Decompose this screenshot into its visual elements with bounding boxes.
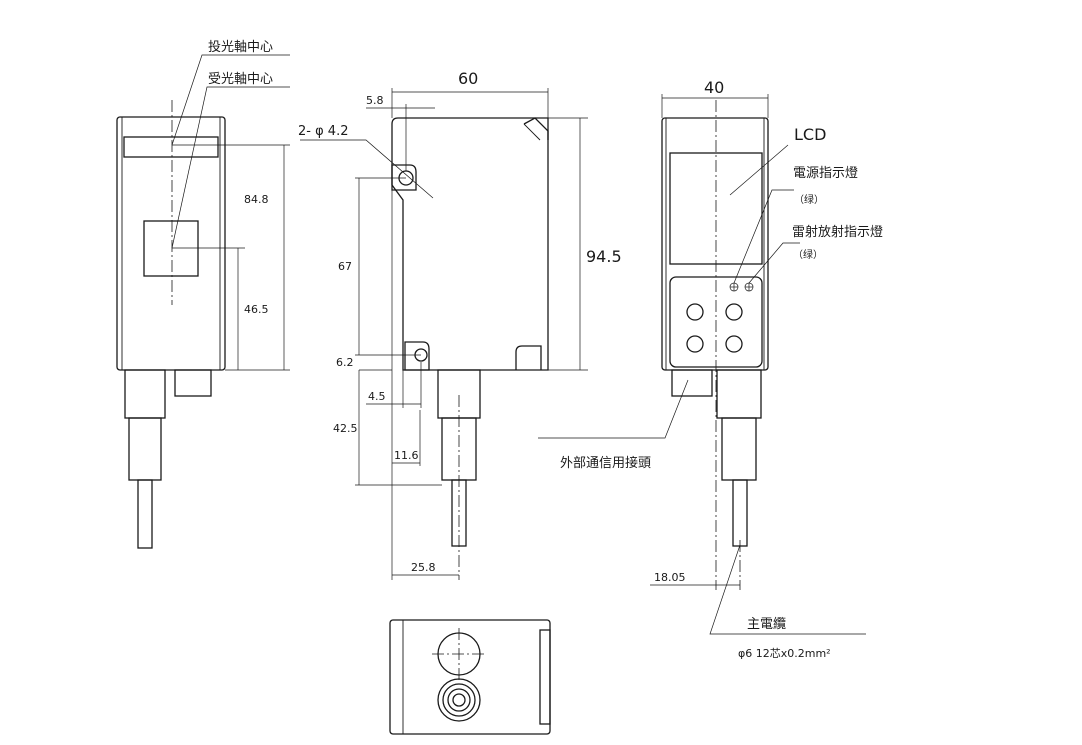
front-view: 84.8 46.5 投光軸中心 受光軸中心	[116, 39, 290, 549]
leader-laser-led	[748, 242, 800, 284]
dim-side-5-8: 5.8	[366, 94, 384, 107]
dim-side-42-5: 42.5	[333, 422, 358, 435]
rear-button-2	[725, 303, 743, 321]
dim-side-94-5: 94.5	[586, 247, 622, 266]
dim-rear-40: 40	[704, 78, 724, 97]
leader-main-cable	[709, 544, 866, 635]
rear-cable	[732, 479, 748, 547]
front-cable-gland	[124, 369, 166, 419]
rear-button-4	[725, 335, 743, 353]
label-receive-axis: 受光軸中心	[208, 72, 273, 87]
front-emitter-window	[123, 136, 219, 158]
front-receiver-window	[143, 220, 199, 277]
side-housing	[391, 117, 549, 371]
leader-emit-axis	[171, 54, 290, 146]
dim-side-60: 60	[458, 69, 478, 88]
top-lens-receiver	[437, 678, 481, 722]
label-main-cable: 主電纜	[747, 616, 786, 632]
rear-housing	[661, 117, 769, 371]
label-cable-spec: φ6 12芯x0.2mm²	[738, 646, 831, 660]
label-emit-axis: 投光軸中心	[208, 39, 273, 55]
label-lcd: LCD	[794, 125, 826, 144]
dim-side-6-2: 6.2	[336, 356, 354, 369]
top-view	[389, 619, 551, 735]
front-comm-connector	[174, 369, 212, 397]
rear-comm-connector	[671, 369, 713, 397]
front-housing	[116, 116, 226, 371]
side-lower-notch	[515, 345, 542, 370]
dim-side-4-5: 4.5	[368, 390, 386, 403]
rear-view: 40 18.05 LCD 電源指示燈 （绿） 雷射放射指示燈 （绿） 外部通信用…	[538, 78, 883, 660]
label-power-led: 電源指示燈	[793, 166, 858, 181]
rear-cable-sleeve	[721, 417, 757, 481]
front-cable	[137, 479, 153, 549]
top-end-detail	[539, 629, 551, 725]
dim-front-46-5: 46.5	[244, 303, 269, 316]
dim-side-11-6: 11.6	[394, 449, 419, 462]
top-housing	[389, 619, 551, 735]
leader-mount-holes	[300, 139, 434, 199]
rear-button-1	[686, 303, 704, 321]
dim-side-67: 67	[338, 260, 352, 273]
side-lens-corner	[523, 117, 549, 140]
leader-receive-axis	[171, 86, 290, 249]
leader-lcd	[729, 144, 789, 196]
dim-side-25-8: 25.8	[411, 561, 436, 574]
dim-front-84-8: 84.8	[244, 193, 269, 206]
label-laser-led: 雷射放射指示燈	[792, 224, 883, 240]
rear-cable-gland	[716, 369, 762, 419]
dim-side-holes: 2- φ 4.2	[298, 124, 348, 139]
leader-power-led	[733, 189, 794, 284]
side-view: 60 5.8 2- φ 4.2 94.5 67 6.2 4.5 42.5 1	[298, 69, 622, 580]
label-power-led-color: （绿）	[794, 193, 824, 206]
leader-comm-connector	[538, 379, 689, 439]
label-comm-connector: 外部通信用接頭	[560, 455, 651, 471]
rear-button-3	[686, 335, 704, 353]
front-cable-sleeve	[128, 417, 162, 481]
dim-rear-18-05: 18.05	[654, 571, 686, 584]
label-laser-led-color: （绿）	[793, 248, 823, 261]
